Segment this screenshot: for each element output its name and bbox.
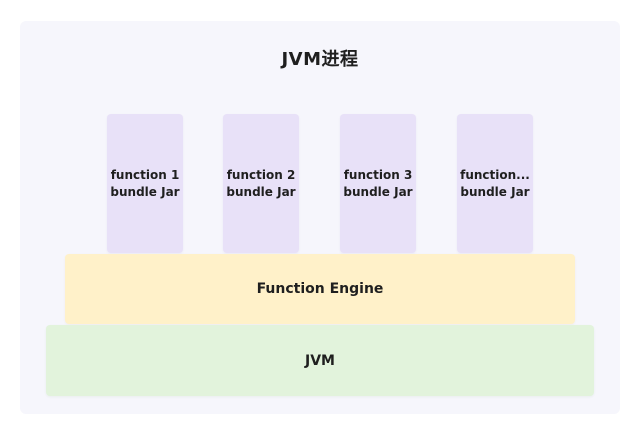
jvm-layer: JVM [46,325,594,396]
bundle-2-name: function 2 [226,167,296,182]
bundle-1-type: bundle Jar [110,184,180,199]
function-bundle-1: function 1 bundle Jar [107,114,183,253]
bundle-3-type: bundle Jar [343,184,413,199]
jvm-label: JVM [305,352,335,369]
function-bundle-more: function... bundle Jar [457,114,533,253]
bundle-more-type: bundle Jar [460,184,530,199]
process-title: JVM进程 [281,49,359,70]
bundle-3-name: function 3 [343,167,413,182]
function-bundle-2: function 2 bundle Jar [223,114,299,253]
jvm-process-container: JVM进程 function 1 bundle Jar function 2 b… [20,21,620,414]
function-bundle-3: function 3 bundle Jar [340,114,416,253]
bundle-1-name: function 1 [110,167,180,182]
function-engine-label: Function Engine [256,281,384,297]
bundle-2-type: bundle Jar [226,184,296,199]
function-engine-layer: Function Engine [65,254,575,324]
bundle-more-name: function... [460,167,530,182]
